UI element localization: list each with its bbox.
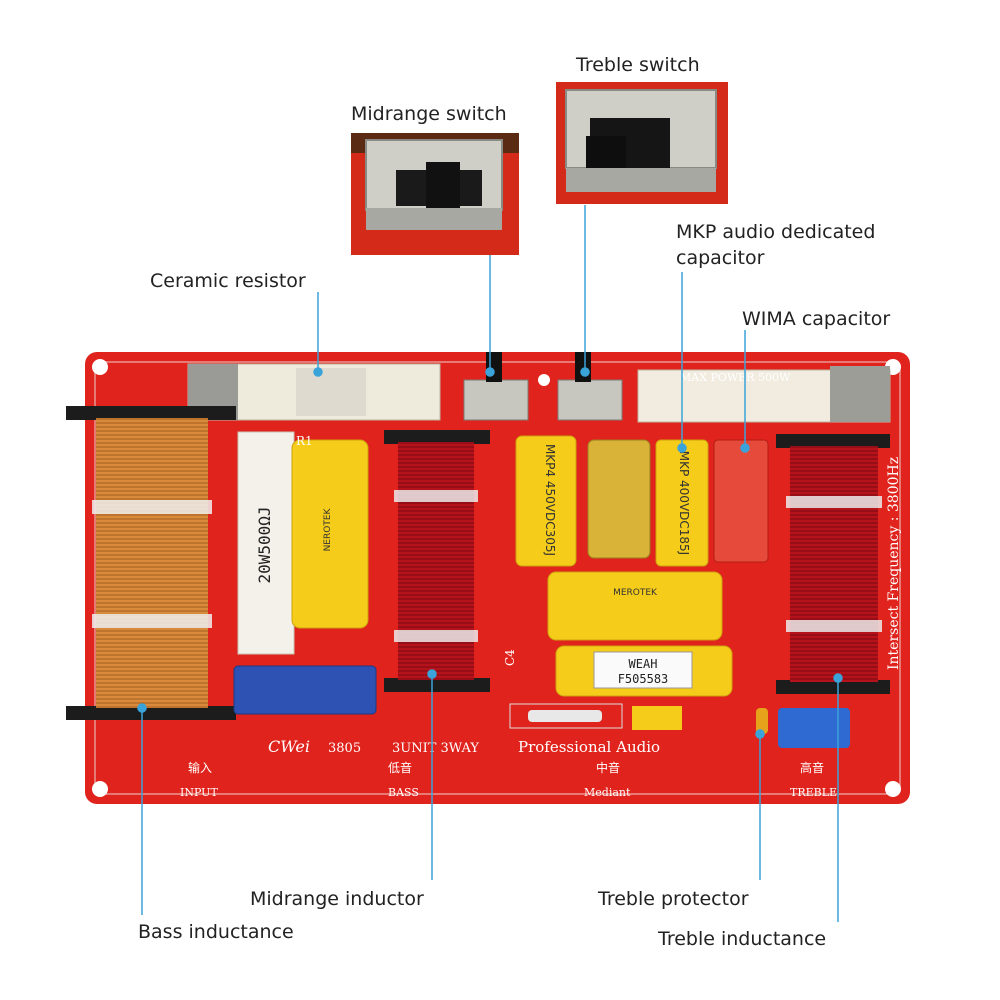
capacitor-cluster: MKP4 450VDC305J MKP 400VDC185J MEROTEK W…: [515, 435, 769, 697]
fuse: [528, 710, 602, 722]
svg-text:NEROTEK: NEROTEK: [323, 507, 333, 551]
top-right-resistor: [637, 366, 891, 423]
svg-text:WEAH: WEAH: [629, 657, 658, 671]
svg-text:BASS: BASS: [388, 786, 419, 799]
mkp-capacitor-label: MKP audio dedicated capacitor: [676, 221, 876, 269]
treble-inductance-label: Treble inductance: [658, 928, 827, 950]
svg-text:3UNIT 3WAY: 3UNIT 3WAY: [392, 741, 479, 756]
yellow-capacitor-left: NEROTEK: [291, 439, 369, 629]
svg-text:3805: 3805: [328, 741, 361, 756]
svg-text:低音: 低音: [388, 760, 412, 775]
small-yellow-cap: [632, 706, 682, 730]
svg-text:Professional Audio: Professional Audio: [518, 738, 660, 756]
silkscreen-text: R1 C4 MAX POWER 500W Intersect Frequency…: [180, 371, 902, 799]
wima-capacitor-label: WIMA capacitor: [742, 308, 891, 330]
fuse-holder: [509, 703, 623, 729]
midrange-switch-label: Midrange switch: [351, 103, 507, 125]
midrange-switch[interactable]: [463, 379, 529, 421]
midrange-inductor-coil: [384, 430, 490, 692]
leader-lines: [137, 205, 843, 922]
treble-switch-label: Treble switch: [576, 54, 700, 76]
midrange-switch-knob[interactable]: [486, 352, 502, 382]
intersect-frequency: Intersect Frequency : 3800Hz: [886, 457, 902, 670]
svg-text:INPUT: INPUT: [180, 786, 218, 799]
white-cement-resistor: 20W500ΩJ: [237, 431, 295, 655]
svg-text:F505583: F505583: [618, 672, 669, 686]
svg-text:C4: C4: [503, 649, 517, 666]
treble-switch[interactable]: [557, 379, 623, 421]
svg-text:MKP 400VDC185J: MKP 400VDC185J: [677, 451, 691, 555]
treble-blue-cap: [778, 708, 850, 748]
svg-text:MKP4 450VDC305J: MKP4 450VDC305J: [543, 444, 557, 556]
treble-inductance-coil: [776, 434, 890, 694]
svg-text:MEROTEK: MEROTEK: [613, 588, 658, 598]
svg-text:Mediant: Mediant: [584, 786, 631, 799]
svg-text:输入: 输入: [188, 760, 212, 775]
treble-switch-photo: [556, 82, 728, 204]
blue-capacitor: [233, 665, 377, 715]
treble-protector-component: [756, 708, 768, 734]
midrange-inductor-label: Midrange inductor: [250, 888, 424, 910]
svg-text:MAX POWER 500W: MAX POWER 500W: [680, 371, 791, 384]
resistor-rating: 20W500ΩJ: [255, 506, 274, 583]
treble-protector-label: Treble protector: [598, 888, 749, 910]
midrange-switch-photo: [351, 133, 519, 255]
svg-text:高音: 高音: [800, 760, 824, 775]
bass-inductance-coil: [66, 406, 236, 720]
bass-inductance-label: Bass inductance: [138, 921, 294, 943]
ceramic-resistor-label: Ceramic resistor: [150, 270, 306, 292]
svg-text:中音: 中音: [596, 760, 620, 775]
brand-logo: CWei: [268, 737, 310, 756]
svg-text:TREBLE: TREBLE: [790, 786, 837, 799]
treble-switch-knob[interactable]: [575, 352, 591, 382]
wima-capacitor: [713, 439, 769, 563]
svg-text:R1: R1: [296, 434, 313, 448]
